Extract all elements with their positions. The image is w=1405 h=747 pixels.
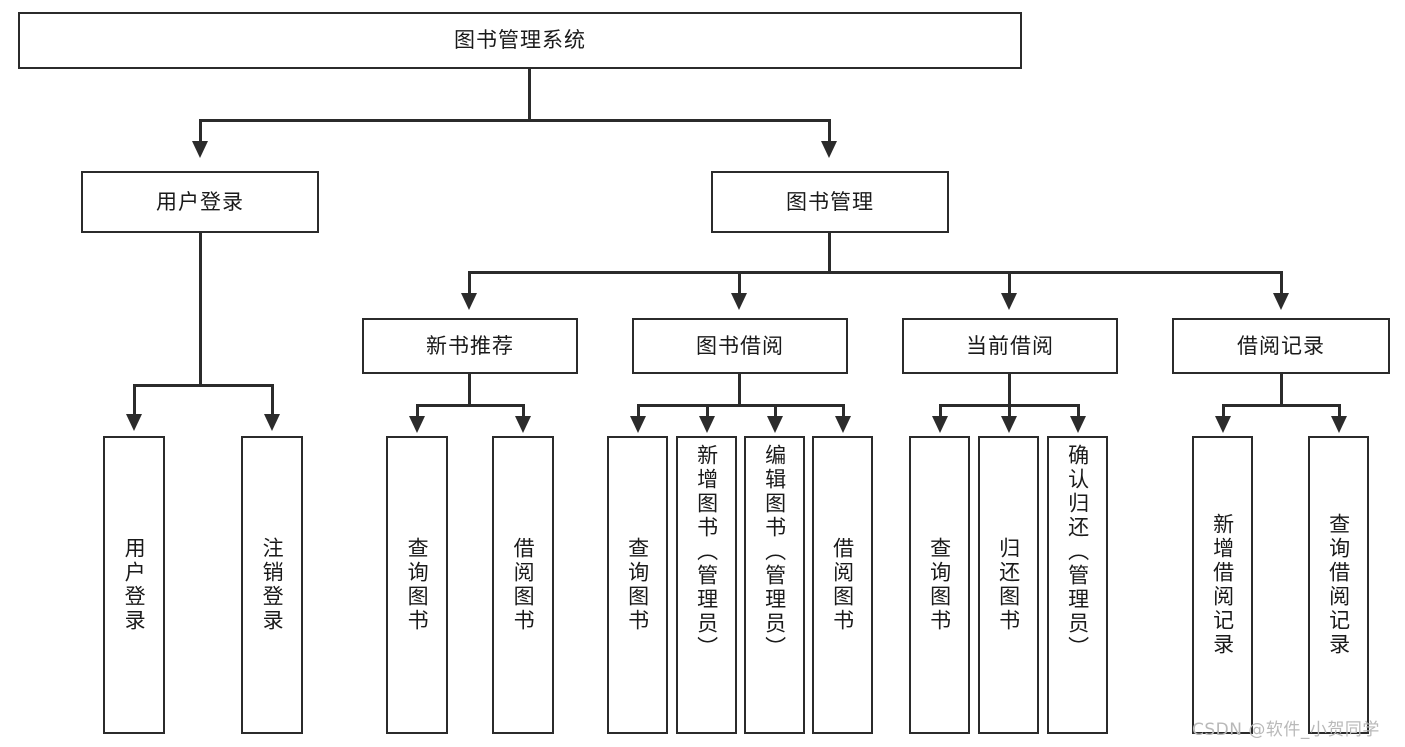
node-root[interactable]: 图书管理系统	[18, 12, 1022, 69]
leaf-return-book-label: 归还图书	[996, 537, 1021, 633]
connector-root-drop-user	[199, 119, 202, 143]
node-book-management-label: 图书管理	[786, 189, 874, 214]
arrow-to-leaf-query-book-3	[932, 416, 948, 433]
leaf-borrow-book-2[interactable]: 借阅图书	[812, 436, 873, 734]
connector-user-login-drop-1	[133, 384, 136, 416]
csdn-watermark: CSDN @软件_小贺同学	[1192, 720, 1380, 740]
leaf-edit-book[interactable]: 编辑图书（管理员）	[744, 436, 805, 734]
leaf-logout-login[interactable]: 注销登录	[241, 436, 303, 734]
node-root-label: 图书管理系统	[454, 28, 586, 53]
node-book-management[interactable]: 图书管理	[711, 171, 949, 233]
connector-root-drop-book	[828, 119, 831, 143]
arrow-to-leaf-edit-book	[767, 416, 783, 433]
arrow-to-leaf-return-book	[1001, 416, 1017, 433]
connector-user-login-drop-2	[271, 384, 274, 416]
connector-bb-bus	[637, 404, 844, 407]
connector-nbr-drop-2	[522, 404, 525, 418]
leaf-query-book-1-label: 查询图书	[405, 537, 430, 633]
connector-cb-drop-2	[1008, 404, 1011, 418]
connector-nbr-drop-1	[416, 404, 419, 418]
leaf-query-book-2[interactable]: 查询图书	[607, 436, 668, 734]
node-new-book-recommend[interactable]: 新书推荐	[362, 318, 578, 374]
leaf-return-book[interactable]: 归还图书	[978, 436, 1039, 734]
node-user-login-label: 用户登录	[156, 189, 244, 214]
leaf-add-record-label: 新增借阅记录	[1210, 513, 1235, 657]
connector-bb-drop-4	[842, 404, 845, 418]
connector-nbr-bus	[416, 404, 524, 407]
arrow-to-leaf-borrow-book-2	[835, 416, 851, 433]
connector-br-drop-2	[1338, 404, 1341, 418]
connector-user-login-stem	[199, 233, 202, 386]
connector-cb-stem	[1008, 374, 1011, 406]
arrow-root-to-user-login	[192, 141, 208, 158]
connector-br-stem	[1280, 374, 1283, 406]
connector-user-login-bus	[133, 384, 273, 387]
node-book-borrow-label: 图书借阅	[696, 333, 784, 358]
arrow-to-borrow-record	[1273, 293, 1289, 310]
leaf-borrow-book-1-label: 借阅图书	[511, 537, 536, 633]
connector-bb-stem	[738, 374, 741, 406]
node-book-borrow[interactable]: 图书借阅	[632, 318, 848, 374]
leaf-borrow-book-2-label: 借阅图书	[830, 537, 855, 633]
leaf-query-book-3[interactable]: 查询图书	[909, 436, 970, 734]
arrow-to-leaf-user-login	[126, 414, 142, 431]
leaf-user-login[interactable]: 用户登录	[103, 436, 165, 734]
leaf-query-book-2-label: 查询图书	[625, 537, 650, 633]
leaf-add-record[interactable]: 新增借阅记录	[1192, 436, 1253, 734]
leaf-edit-book-label: 编辑图书（管理员）	[762, 444, 787, 660]
node-borrow-record[interactable]: 借阅记录	[1172, 318, 1390, 374]
leaf-query-book-1[interactable]: 查询图书	[386, 436, 448, 734]
arrow-to-leaf-borrow-book-1	[515, 416, 531, 433]
arrow-to-leaf-query-record	[1331, 416, 1347, 433]
connector-root-stem	[528, 69, 531, 121]
arrow-to-new-book-recommend	[461, 293, 477, 310]
connector-bb-drop-2	[706, 404, 709, 418]
connector-cb-drop-1	[939, 404, 942, 418]
leaf-confirm-return-label: 确认归还（管理员）	[1065, 444, 1090, 660]
node-borrow-record-label: 借阅记录	[1237, 333, 1325, 358]
connector-br-bus	[1222, 404, 1340, 407]
connector-bb-drop-1	[637, 404, 640, 418]
connector-nbr-stem	[468, 374, 471, 406]
arrow-to-leaf-add-book	[699, 416, 715, 433]
leaf-query-record-label: 查询借阅记录	[1326, 513, 1351, 657]
connector-cb-drop-3	[1077, 404, 1080, 418]
node-new-book-recommend-label: 新书推荐	[426, 333, 514, 358]
leaf-query-record[interactable]: 查询借阅记录	[1308, 436, 1369, 734]
arrow-to-leaf-query-book-2	[630, 416, 646, 433]
connector-bb-drop-3	[774, 404, 777, 418]
leaf-add-book-label: 新增图书（管理员）	[694, 444, 719, 660]
arrow-to-leaf-add-record	[1215, 416, 1231, 433]
connector-level3-drop-1	[468, 271, 471, 295]
leaf-borrow-book-1[interactable]: 借阅图书	[492, 436, 554, 734]
node-current-borrow[interactable]: 当前借阅	[902, 318, 1118, 374]
arrow-to-leaf-confirm-return	[1070, 416, 1086, 433]
node-user-login[interactable]: 用户登录	[81, 171, 319, 233]
connector-level3-drop-2	[738, 271, 741, 295]
leaf-add-book[interactable]: 新增图书（管理员）	[676, 436, 737, 734]
connector-level3-bus	[468, 271, 1283, 274]
connector-br-drop-1	[1222, 404, 1225, 418]
leaf-query-book-3-label: 查询图书	[927, 537, 952, 633]
connector-book-management-stem	[828, 233, 831, 273]
connector-root-bus	[199, 119, 830, 122]
leaf-user-login-label: 用户登录	[122, 537, 147, 633]
leaf-logout-login-label: 注销登录	[260, 537, 285, 633]
arrow-to-current-borrow	[1001, 293, 1017, 310]
leaf-confirm-return[interactable]: 确认归还（管理员）	[1047, 436, 1108, 734]
node-current-borrow-label: 当前借阅	[966, 333, 1054, 358]
arrow-to-leaf-query-book-1	[409, 416, 425, 433]
connector-level3-drop-4	[1280, 271, 1283, 295]
connector-level3-drop-3	[1008, 271, 1011, 295]
arrow-to-leaf-logout-login	[264, 414, 280, 431]
arrow-root-to-book-management	[821, 141, 837, 158]
arrow-to-book-borrow	[731, 293, 747, 310]
